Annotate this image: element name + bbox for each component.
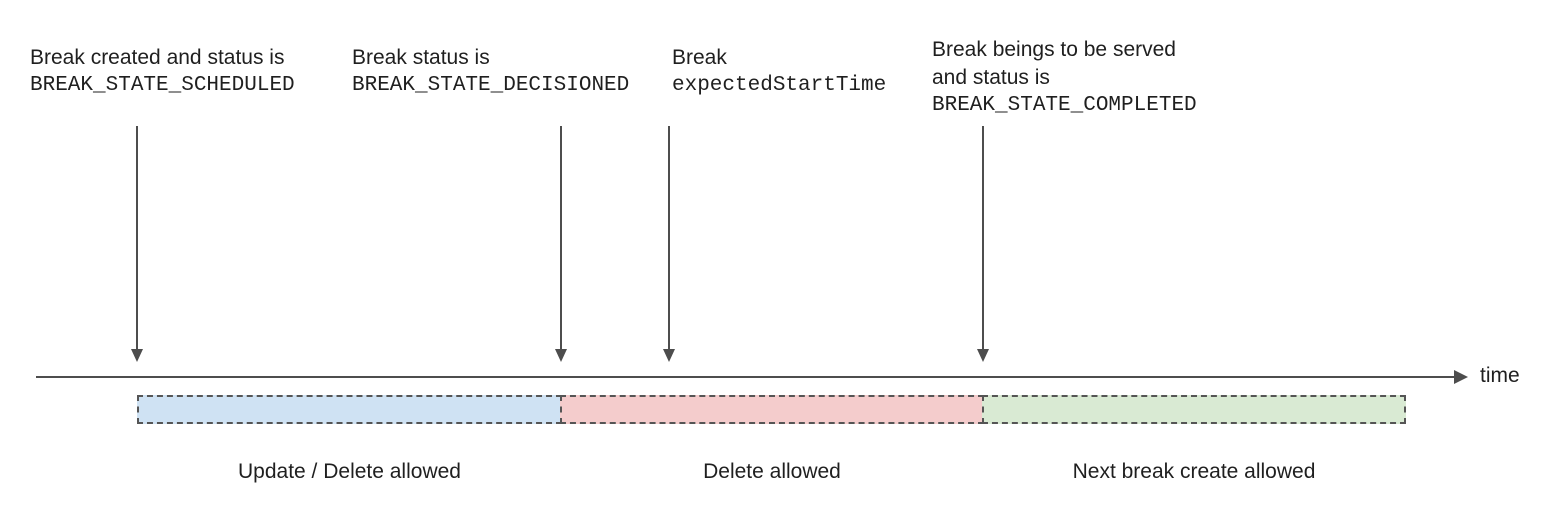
arrow-head bbox=[663, 349, 675, 362]
annotation-completed-text-2: and status is bbox=[932, 66, 1050, 89]
time-axis-arrowhead-icon bbox=[1454, 370, 1468, 384]
arrow-line bbox=[560, 126, 562, 349]
arrow-down-decisioned-icon bbox=[555, 126, 567, 362]
annotation-decisioned: Break status is BREAK_STATE_DECISIONED bbox=[352, 44, 629, 100]
annotation-expected-start: Break expectedStartTime bbox=[672, 44, 886, 100]
arrow-down-expected-start-icon bbox=[663, 126, 675, 362]
annotation-decisioned-text: Break status is bbox=[352, 46, 490, 69]
arrow-head bbox=[131, 349, 143, 362]
segment-label-update-delete: Update / Delete allowed bbox=[238, 460, 461, 483]
arrow-line bbox=[982, 126, 984, 349]
segment-update-delete-allowed bbox=[137, 395, 562, 424]
segment-delete-allowed bbox=[560, 395, 984, 424]
annotation-expected-start-code: expectedStartTime bbox=[672, 74, 887, 97]
annotation-decisioned-code: BREAK_STATE_DECISIONED bbox=[352, 74, 630, 97]
annotation-completed-text-1: Break beings to be served bbox=[932, 38, 1176, 61]
annotation-expected-start-text: Break bbox=[672, 46, 727, 69]
segment-next-break-create-allowed bbox=[982, 395, 1406, 424]
annotation-scheduled-text: Break created and status is bbox=[30, 46, 285, 69]
segment-label-delete: Delete allowed bbox=[703, 460, 841, 483]
arrow-head bbox=[977, 349, 989, 362]
arrow-down-scheduled-icon bbox=[131, 126, 143, 362]
arrow-line bbox=[668, 126, 670, 349]
annotation-scheduled-code: BREAK_STATE_SCHEDULED bbox=[30, 74, 295, 97]
annotation-completed: Break beings to be served and status is … bbox=[932, 36, 1197, 120]
segment-label-next-break-create: Next break create allowed bbox=[1072, 460, 1316, 483]
arrow-line bbox=[136, 126, 138, 349]
annotation-scheduled: Break created and status is BREAK_STATE_… bbox=[30, 44, 295, 100]
time-axis-line bbox=[36, 376, 1456, 378]
annotation-completed-code: BREAK_STATE_COMPLETED bbox=[932, 94, 1197, 117]
arrow-head bbox=[555, 349, 567, 362]
arrow-down-completed-icon bbox=[977, 126, 989, 362]
time-axis-label: time bbox=[1480, 364, 1520, 387]
